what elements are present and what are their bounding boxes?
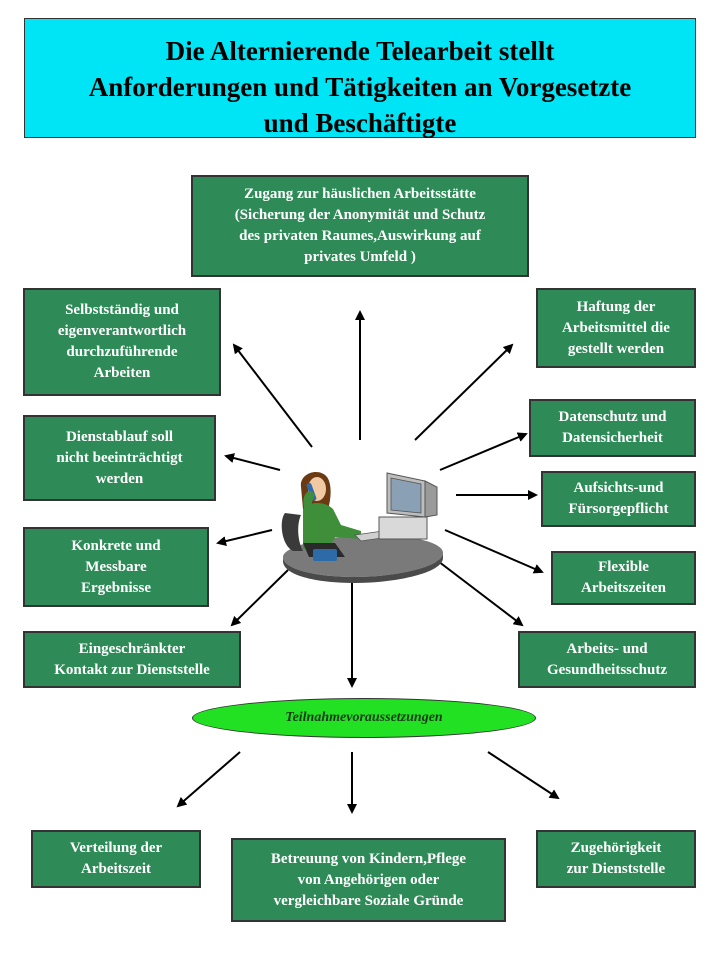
box-zugang-line-4: privates Umfeld ) xyxy=(304,249,416,265)
box-verteilung-line-1: Verteilung der xyxy=(69,840,163,856)
box-flexible-line-2: Arbeitszeiten xyxy=(581,580,666,596)
box-dienstablauf-line-1: Dienstablauf soll xyxy=(65,428,174,445)
box-verteilung: Verteilung der Arbeitszeit xyxy=(31,830,201,888)
box-aufsicht-line-1: Aufsichts-und xyxy=(573,480,664,496)
box-aufsicht-line-2: Fürsorgepflicht xyxy=(568,501,669,517)
box-flexible-line-1: Flexible xyxy=(598,559,649,575)
box-haftung-line-3: gestellt werden xyxy=(567,340,665,357)
box-haftung-line-1: Haftung der xyxy=(576,298,656,315)
arrow-kontakt xyxy=(230,569,289,627)
box-flexible: Flexible Arbeitszeiten xyxy=(551,551,696,605)
box-ergebnisse-line-3: Ergebnisse xyxy=(80,579,151,596)
box-gesundheit: Arbeits- und Gesundheitsschutz xyxy=(518,631,696,688)
box-selbststaendig-line-2: eigenverantwortlich xyxy=(57,323,187,339)
arrow-flexible xyxy=(444,529,544,574)
arrow-ergebnisse xyxy=(216,529,273,546)
arrow-verteilung xyxy=(176,751,241,808)
box-gesundheit-line-2: Gesundheitsschutz xyxy=(546,661,668,678)
arrow-gesundheit xyxy=(429,554,524,627)
arrow-zugehoerigkeit xyxy=(487,751,560,800)
box-zugang: Zugang zur häuslichen Arbeitsstätte (Sic… xyxy=(191,175,529,277)
box-aufsicht: Aufsichts-und Fürsorgepflicht xyxy=(541,471,696,527)
box-haftung: Haftung der Arbeitsmittel die gestellt w… xyxy=(536,288,696,368)
box-selbststaendig-line-4: Arbeiten xyxy=(93,365,151,381)
page-title: Die Alternierende Telearbeit stellt Anfo… xyxy=(24,18,696,138)
box-kontakt: Eingeschränkter Kontakt zur Dienststelle xyxy=(23,631,241,688)
box-ergebnisse: Konkrete und Messbare Ergebnisse xyxy=(23,527,209,607)
box-betreuung-line-3: vergleichbare Soziale Gründe xyxy=(273,892,464,909)
box-zugang-line-3: des privaten Raumes,Auswirkung auf xyxy=(239,228,481,244)
box-zugehoerigkeit: Zugehörigkeit zur Dienststelle xyxy=(536,830,696,888)
box-dienstablauf-line-2: nicht beeinträchtigt xyxy=(56,449,183,466)
box-zugehoerigkeit-line-1: Zugehörigkeit xyxy=(570,840,662,856)
box-ergebnisse-line-1: Konkrete und xyxy=(71,537,161,554)
box-datenschutz-line-2: Datensicherheit xyxy=(562,430,663,446)
box-dienstablauf: Dienstablauf soll nicht beeinträchtigt w… xyxy=(23,415,216,501)
box-zugang-line-2: (Sicherung der Anonymität und Schutz xyxy=(234,207,486,223)
box-datenschutz: Datenschutz und Datensicherheit xyxy=(529,399,696,457)
box-datenschutz-line-1: Datenschutz und xyxy=(558,409,667,425)
box-betreuung: Betreuung von Kindern,Pflege von Angehör… xyxy=(231,838,506,922)
arrow-haftung xyxy=(414,343,514,441)
box-ergebnisse-line-2: Messbare xyxy=(85,558,147,575)
title-line-2: Anforderungen und Tätigkeiten an Vorgese… xyxy=(88,72,632,102)
box-selbststaendig-line-3: durchzuführende xyxy=(66,344,178,360)
arrow-datenschutz xyxy=(439,432,528,471)
box-betreuung-line-1: Betreuung von Kindern,Pflege xyxy=(270,850,467,867)
box-betreuung-line-2: von Angehörigen oder xyxy=(297,871,440,888)
box-kontakt-line-1: Eingeschränkter xyxy=(78,640,186,657)
box-selbststaendig-line-1: Selbstständig und xyxy=(65,302,179,318)
box-zugang-line-1: Zugang zur häuslichen Arbeitsstätte xyxy=(244,186,476,202)
box-verteilung-line-2: Arbeitszeit xyxy=(81,861,151,877)
box-gesundheit-line-1: Arbeits- und xyxy=(566,640,648,657)
telephone-worker-at-computer-icon xyxy=(281,472,443,583)
arrow-dienstablauf xyxy=(224,453,281,471)
box-haftung-line-2: Arbeitsmittel die xyxy=(562,319,670,336)
teilnahmevoraussetzungen-ellipse: Teilnahmevoraussetzungen xyxy=(192,698,536,738)
box-selbststaendig: Selbstständig und eigenverantwortlich du… xyxy=(23,288,221,396)
arrow-selbststaendig xyxy=(232,343,313,448)
box-kontakt-line-2: Kontakt zur Dienststelle xyxy=(54,661,210,678)
ellipse-label: Teilnahmevoraussetzungen xyxy=(285,710,443,725)
box-dienstablauf-line-3: werden xyxy=(95,470,144,487)
title-line-3: und Beschäftigte xyxy=(263,108,457,138)
box-zugehoerigkeit-line-2: zur Dienststelle xyxy=(566,861,666,877)
title-line-1: Die Alternierende Telearbeit stellt xyxy=(165,36,555,66)
